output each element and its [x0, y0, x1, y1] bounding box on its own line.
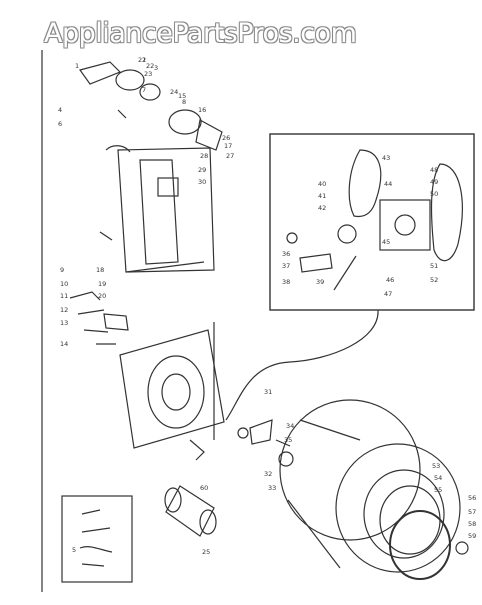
label-11: 11 — [60, 292, 68, 300]
leader-line-inset — [225, 309, 379, 421]
label-1: 1 — [75, 62, 79, 70]
label-38: 38 — [282, 278, 290, 286]
heater-duct — [164, 485, 217, 537]
watermark-text: AppliancePartsPros.com — [44, 18, 357, 49]
label-57: 57 — [468, 508, 476, 516]
label-49: 49 — [430, 178, 438, 186]
label-52: 52 — [430, 276, 438, 284]
label-33: 33 — [268, 484, 276, 492]
label-3: 3 — [154, 64, 158, 72]
label-2: 2 — [142, 56, 146, 64]
thermostat — [103, 313, 129, 331]
label-34: 34 — [286, 422, 294, 430]
label-35: 35 — [284, 436, 292, 444]
label-23: 23 — [144, 70, 152, 78]
label-7: 7 — [142, 86, 146, 94]
front-bulkhead-panel — [99, 145, 215, 273]
label-18: 18 — [96, 266, 104, 274]
label-26: 26 — [222, 134, 230, 142]
label-58: 58 — [468, 520, 476, 528]
fitting-parts — [69, 291, 116, 345]
label-27: 27 — [226, 152, 234, 160]
label-39: 39 — [316, 278, 324, 286]
hardware-inset — [61, 495, 133, 583]
inset-motor-detail — [269, 133, 475, 311]
label-22: 22 — [146, 62, 154, 70]
label-43: 43 — [382, 154, 390, 162]
label-20: 20 — [98, 292, 106, 300]
label-45: 45 — [382, 238, 390, 246]
label-41: 41 — [318, 192, 326, 200]
label-12: 12 — [60, 306, 68, 314]
label-16: 16 — [198, 106, 206, 114]
label-28: 28 — [200, 152, 208, 160]
label-42: 42 — [318, 204, 326, 212]
label-36: 36 — [282, 250, 290, 258]
label-37: 37 — [282, 262, 290, 270]
label-54: 54 — [434, 474, 442, 482]
label-6: 6 — [58, 120, 62, 128]
label-48: 48 — [430, 166, 438, 174]
dryer-drum — [279, 399, 461, 573]
part-number-labels: 1 2 3 4 5 6 7 8 9 10 11 12 13 14 15 16 1… — [58, 56, 476, 556]
label-8: 8 — [182, 98, 186, 106]
label-25: 25 — [202, 548, 210, 556]
label-59: 59 — [468, 532, 476, 540]
label-5: 5 — [72, 546, 76, 554]
hardware-items — [79, 509, 113, 567]
label-53: 53 — [432, 462, 440, 470]
label-14: 14 — [60, 340, 68, 348]
label-19: 19 — [98, 280, 106, 288]
label-32: 32 — [264, 470, 272, 478]
label-24: 24 — [170, 88, 178, 96]
label-4: 4 — [58, 106, 62, 114]
label-47: 47 — [384, 290, 392, 298]
label-44: 44 — [384, 180, 392, 188]
label-15: 15 — [178, 92, 186, 100]
door-seal-ring — [389, 510, 469, 580]
label-9: 9 — [60, 266, 64, 274]
label-30: 30 — [198, 178, 206, 186]
label-60: 60 — [200, 484, 208, 492]
label-17: 17 — [224, 142, 232, 150]
label-40: 40 — [318, 180, 326, 188]
label-10: 10 — [60, 280, 68, 288]
label-21: 21 — [138, 56, 146, 64]
motor-pulley-assembly — [79, 61, 223, 151]
label-51: 51 — [430, 262, 438, 270]
drum-bearing-parts — [237, 419, 294, 467]
label-56: 56 — [468, 494, 476, 502]
label-50: 50 — [430, 190, 438, 198]
label-55: 55 — [434, 486, 442, 494]
label-46: 46 — [386, 276, 394, 284]
label-29: 29 — [198, 166, 206, 174]
rear-bulkhead — [119, 329, 225, 461]
label-13: 13 — [60, 319, 68, 327]
label-31: 31 — [264, 388, 272, 396]
